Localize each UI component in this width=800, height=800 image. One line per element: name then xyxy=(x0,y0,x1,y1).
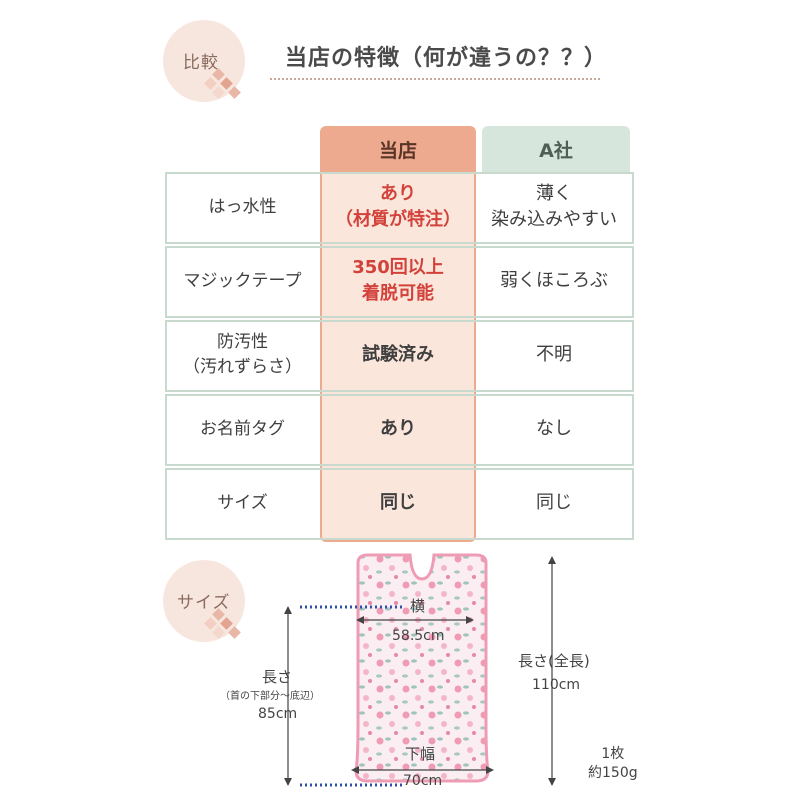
table-row: お名前タグ あり なし xyxy=(165,394,634,466)
product-count: 1枚 xyxy=(601,746,625,762)
row-ours-value: 同じ xyxy=(380,491,416,513)
row-other-value: 弱くほころぶ xyxy=(500,269,608,291)
row-label: はっ水性 xyxy=(208,196,277,217)
row-ours-value: 350回以上 着脱可能 xyxy=(352,256,444,304)
column-header-ours: 当店 xyxy=(320,126,476,172)
length-label: 長さ xyxy=(262,668,293,686)
table-row: マジックテープ 350回以上 着脱可能 弱くほころぶ xyxy=(165,246,634,318)
size-badge-label: サイズ xyxy=(177,593,231,613)
bib-illustration xyxy=(354,553,490,783)
length-value: 85cm xyxy=(258,706,298,722)
bottom-width-value: 70cm xyxy=(403,773,443,789)
size-badge: サイズ xyxy=(163,560,245,642)
product-weight: 約150g xyxy=(588,764,638,781)
row-label: マジックテープ xyxy=(183,270,302,291)
table-row: サイズ 同じ 同じ xyxy=(165,468,634,540)
row-ours-value: あり （材質が特注） xyxy=(335,182,461,230)
width-value: 58.5cm xyxy=(392,628,445,644)
total-length-value: 110cm xyxy=(532,677,581,693)
column-header-other: A社 xyxy=(482,126,630,172)
row-ours-value: あり xyxy=(380,417,416,439)
row-other-value: 不明 xyxy=(536,343,572,365)
row-other-value: 同じ xyxy=(536,491,572,513)
table-row: はっ水性 あり （材質が特注） 薄く 染み込みやすい xyxy=(165,172,634,244)
width-label: 横 xyxy=(410,597,426,615)
page-title: 当店の特徴（何が違うの？？） xyxy=(285,46,608,71)
ours-column-highlight xyxy=(320,172,476,542)
compare-badge: 比較 xyxy=(163,20,245,102)
total-length-label: 長さ(全長) xyxy=(518,652,590,670)
row-label: サイズ xyxy=(217,492,268,513)
compare-badge-label: 比較 xyxy=(183,53,219,73)
row-other-value: 薄く 染み込みやすい xyxy=(491,182,617,230)
product-info: 1枚 約150g xyxy=(588,745,638,783)
title-underline xyxy=(270,78,600,80)
row-label: 防汚性 （汚れずらさ） xyxy=(183,332,302,377)
table-row: 防汚性 （汚れずらさ） 試験済み 不明 xyxy=(165,320,634,392)
length-note: （首の下部分～底辺） xyxy=(220,691,320,702)
bottom-width-label: 下幅 xyxy=(405,745,436,763)
row-ours-value: 試験済み xyxy=(362,343,434,365)
row-other-value: なし xyxy=(536,417,572,439)
row-label: お名前タグ xyxy=(200,418,285,439)
